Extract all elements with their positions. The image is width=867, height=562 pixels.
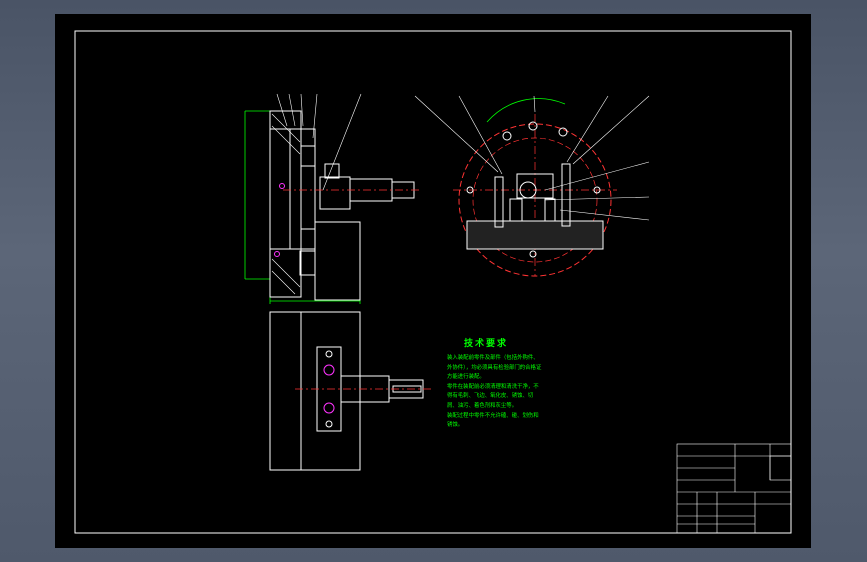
bolt-hole [558,127,568,137]
base-plate-inner [269,128,291,250]
bolt-hole [502,131,512,141]
top-bolt-small [325,420,333,428]
bolt-hole [593,186,601,194]
section-band [466,220,604,250]
workpiece [519,181,537,199]
top-bolt [323,364,335,376]
front-view-dimension-lines [244,110,361,304]
support-left [509,198,523,222]
top-view [269,311,431,471]
clamp-post-left [494,176,504,228]
front-view [244,93,422,304]
top-base [269,311,302,471]
clamp-post-right [561,163,571,227]
clamp-block-top [300,145,316,167]
support-step [299,250,316,276]
title-block-logo [769,455,792,481]
top-bolt [323,402,335,414]
top-bolt-small [325,350,333,358]
pin-marker-top [279,183,285,189]
support-right [544,198,556,222]
center-jaw [516,173,554,199]
base-plate [269,110,302,298]
section-leaders [414,95,650,221]
pin-marker-bottom [274,251,280,257]
technical-requirements-title: 技术要求 [463,339,508,349]
bolt-hole [529,250,537,258]
clamp-body [289,128,316,250]
front-leaders [276,93,362,191]
nut [324,163,340,179]
drawing-sheet: 技术要求 装入装配前零件及部件（包括外购件、外协件），均必须具有检验部门的合格证… [55,14,811,548]
title-block-grid [677,444,791,533]
bolt-hole [466,186,474,194]
technical-requirements-text: 装入装配前零件及部件（包括外购件、外协件），均必须具有检验部门的合格证方能进行装… [447,355,542,429]
cad-drawing [74,30,792,534]
title-block [676,443,792,534]
title-block-frame [676,443,792,534]
shaft-housing [319,176,351,210]
bolt-hole [528,121,538,131]
support-block [314,221,361,301]
rotation-arc [486,98,566,123]
drawing-border [74,30,792,534]
hatch-lines [271,113,301,295]
clamp-block-bottom [300,228,316,250]
section-view [414,95,650,277]
top-body [300,311,361,471]
